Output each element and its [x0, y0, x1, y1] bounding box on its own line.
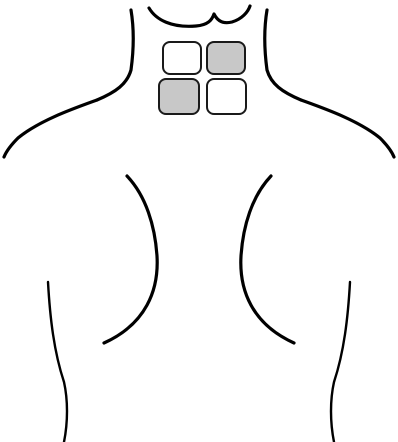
- electrode-pad-upper-right: [207, 42, 245, 74]
- hairline: [149, 6, 250, 26]
- right-shoulder-contour: [301, 100, 394, 157]
- electrode-pad-lower-left: [159, 79, 199, 114]
- right-torso-side: [331, 282, 350, 442]
- electrode-pad-grid: [159, 42, 246, 114]
- left-shoulder-contour: [4, 100, 97, 157]
- right-scapula-contour: [241, 176, 294, 343]
- neck-left-contour: [97, 10, 133, 100]
- electrode-pad-upper-left: [163, 42, 201, 74]
- left-torso-side: [48, 282, 67, 442]
- left-scapula-contour: [104, 176, 157, 343]
- neck-right-contour: [265, 10, 301, 100]
- electrode-pad-lower-right: [207, 79, 246, 114]
